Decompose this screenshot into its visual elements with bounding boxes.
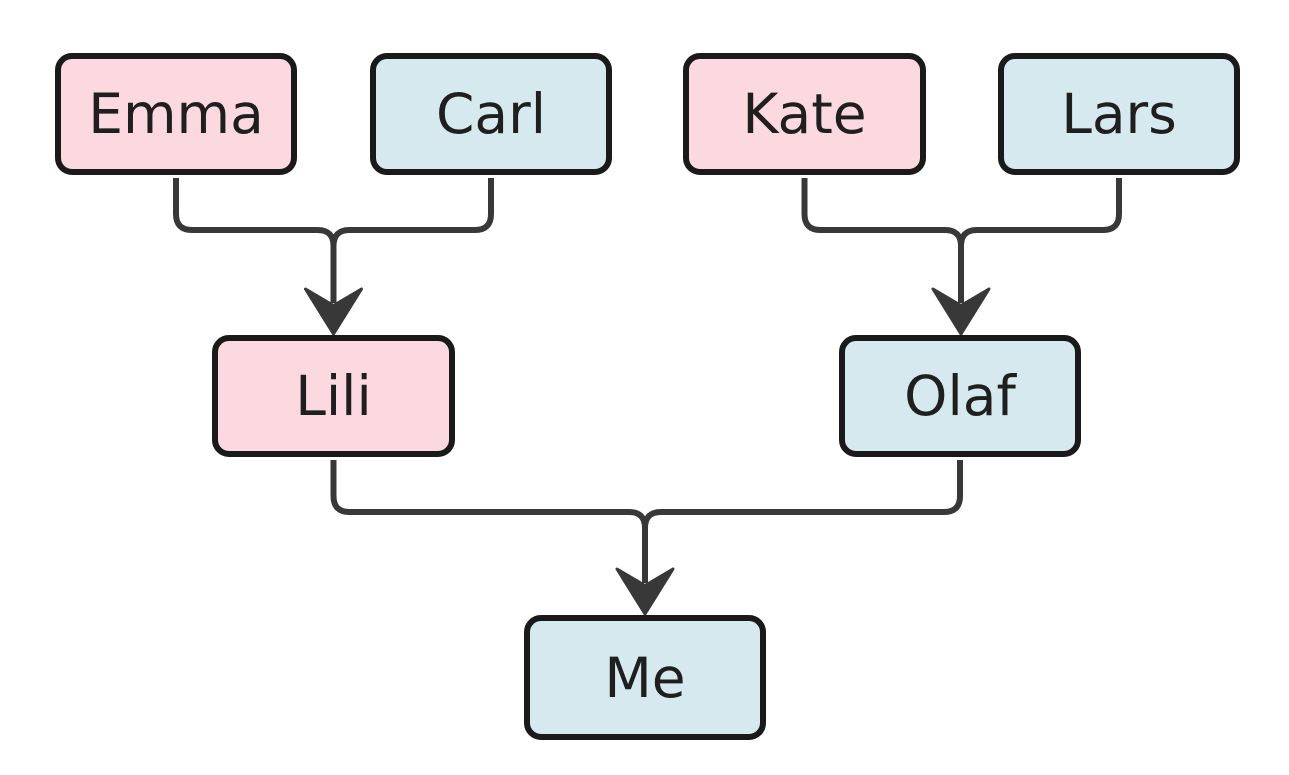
node-me-label: Me: [604, 646, 685, 710]
node-emma: Emma: [55, 53, 297, 175]
node-lars: Lars: [998, 53, 1240, 175]
node-kate-box: [683, 53, 926, 175]
edge-line-from-emma: [173, 178, 337, 303]
edge-line-from-lars: [958, 178, 1122, 247]
node-lars-box: [998, 53, 1240, 175]
node-olaf-box: [839, 335, 1081, 457]
node-carl: Carl: [370, 53, 612, 175]
node-olaf: Olaf: [839, 335, 1081, 457]
arrowhead-to-me: [615, 567, 675, 616]
node-lili: Lili: [212, 335, 455, 457]
node-emma-label: Emma: [88, 82, 264, 146]
node-kate-label: Kate: [742, 82, 866, 146]
arrowhead-to-olaf: [931, 287, 991, 336]
node-kate: Kate: [683, 53, 926, 175]
node-carl-box: [370, 53, 612, 175]
node-olaf-label: Olaf: [904, 364, 1017, 428]
node-me-box: [524, 615, 766, 740]
edge-emma-carl-to-lili: [173, 178, 494, 336]
node-lars-label: Lars: [1061, 82, 1177, 146]
edge-kate-lars-to-olaf: [801, 178, 1122, 336]
edge-line-from-lili: [330, 460, 648, 583]
edge-lili-olaf-to-me: [330, 460, 963, 616]
node-carl-label: Carl: [436, 82, 546, 146]
node-lili-box: [212, 335, 455, 457]
edge-line-from-carl: [330, 178, 494, 247]
node-me: Me: [524, 615, 766, 740]
edge-line-from-kate: [801, 178, 964, 303]
node-lili-label: Lili: [295, 364, 371, 428]
node-emma-box: [55, 53, 297, 175]
edge-line-from-olaf: [642, 460, 963, 529]
arrowhead-to-lili: [304, 287, 363, 336]
